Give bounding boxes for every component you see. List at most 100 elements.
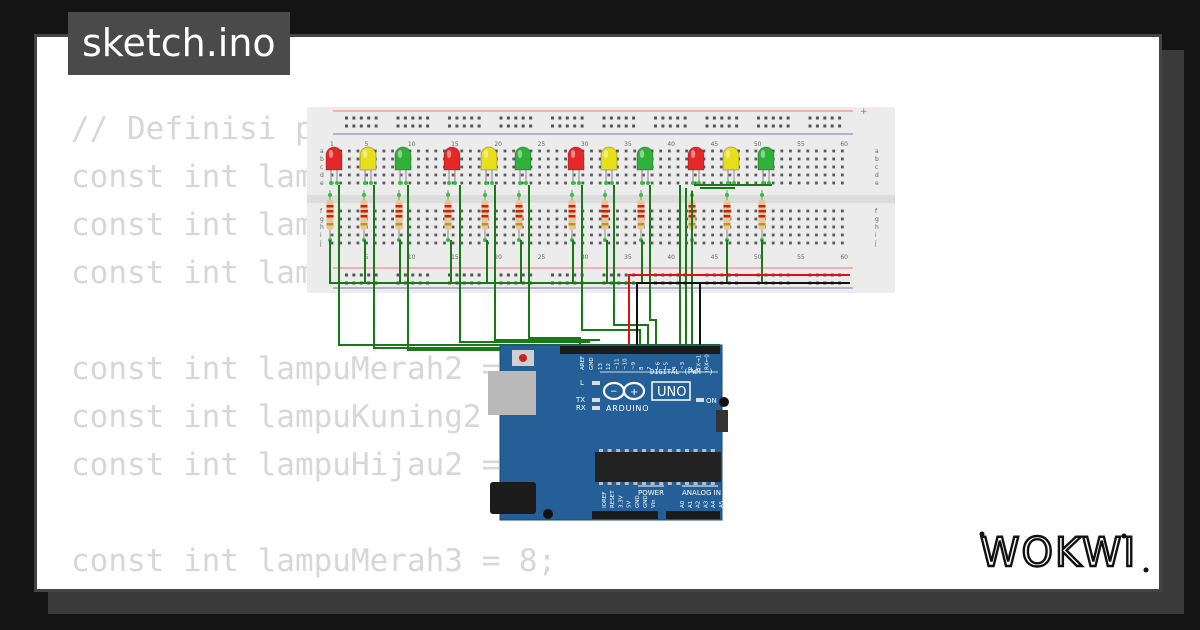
hole (546, 225, 550, 229)
code-line: const int lampuMerah2 = (71, 351, 519, 387)
column-number: 15 (451, 141, 459, 148)
resistor (326, 190, 334, 242)
hole (771, 217, 775, 221)
hole (425, 225, 429, 229)
hole (607, 209, 611, 213)
hole (685, 173, 689, 177)
rail-hole (374, 116, 378, 120)
hole (512, 173, 516, 177)
hole (815, 157, 818, 161)
svg-text:+: + (630, 387, 638, 398)
rail-hole (470, 124, 474, 128)
hole (616, 165, 619, 169)
wires (329, 184, 850, 515)
usb-port (488, 371, 536, 415)
hole (590, 241, 593, 245)
hole (780, 149, 784, 153)
hole (477, 149, 481, 153)
resistor (637, 190, 645, 242)
hole (840, 157, 844, 161)
hole (555, 165, 559, 169)
resistor (360, 190, 368, 242)
rail-hole (470, 116, 474, 120)
hole (797, 241, 801, 245)
tx-led (592, 398, 600, 402)
rail-hole (808, 124, 812, 128)
hole (667, 165, 671, 169)
hole (693, 241, 697, 245)
hole (443, 181, 446, 185)
hole (719, 165, 723, 169)
rail-hole (764, 124, 768, 128)
rail-hole (529, 273, 533, 277)
pin-label: TX→1 (696, 355, 702, 371)
rail-hole (580, 124, 584, 128)
hole (745, 209, 749, 213)
hole (719, 149, 723, 153)
hole (538, 173, 541, 177)
hole (823, 165, 827, 169)
hole (832, 241, 836, 245)
hole (417, 233, 420, 237)
hole (598, 181, 602, 185)
hole (676, 157, 680, 161)
pin-label: 12 (606, 363, 612, 370)
hole (417, 225, 420, 229)
rail-hole (823, 116, 827, 120)
hole (373, 181, 377, 185)
hole (581, 181, 585, 185)
rail-hole (573, 124, 577, 128)
hole (624, 233, 628, 237)
column-number: 30 (581, 254, 589, 261)
rail-hole (757, 124, 760, 128)
hole (347, 173, 351, 177)
rail-hole (455, 273, 459, 277)
hole (711, 225, 714, 229)
l-led-label: L (580, 379, 584, 387)
hole (719, 173, 723, 177)
hole (685, 181, 689, 185)
hole (815, 209, 818, 213)
hole (443, 209, 446, 213)
hole (616, 241, 619, 245)
rail-hole (506, 273, 510, 277)
hole (443, 233, 446, 237)
hole (494, 181, 498, 185)
column-number: 1 (330, 141, 334, 148)
hole (425, 157, 429, 161)
hole (512, 217, 516, 221)
pin-label: ~5 (664, 361, 670, 370)
microcontroller-chip (595, 452, 721, 482)
hole (616, 157, 619, 161)
hole (347, 225, 351, 229)
analog-section-label: ANALOG IN (682, 489, 721, 497)
hole (538, 181, 541, 185)
hole (624, 241, 628, 245)
hole (503, 241, 507, 245)
hole (382, 241, 386, 245)
hole (382, 233, 386, 237)
power-jack (490, 482, 536, 514)
hole (382, 173, 386, 177)
hole (443, 217, 446, 221)
hole (616, 173, 619, 177)
hole (711, 209, 714, 213)
hole (745, 157, 749, 161)
hole (590, 233, 593, 237)
row-letter: c (875, 164, 878, 171)
hole (771, 233, 775, 237)
hole (780, 157, 784, 161)
hole (624, 181, 628, 185)
hole (391, 149, 394, 153)
column-number: 5 (365, 254, 369, 261)
hole (624, 173, 628, 177)
hole (797, 173, 801, 177)
column-number: 60 (840, 254, 848, 261)
hole (417, 157, 420, 161)
column-number: 10 (408, 141, 416, 148)
hole (417, 209, 420, 213)
rail-hole (712, 124, 716, 128)
rail-hole (470, 273, 474, 277)
hole (555, 241, 559, 245)
hole (546, 149, 550, 153)
